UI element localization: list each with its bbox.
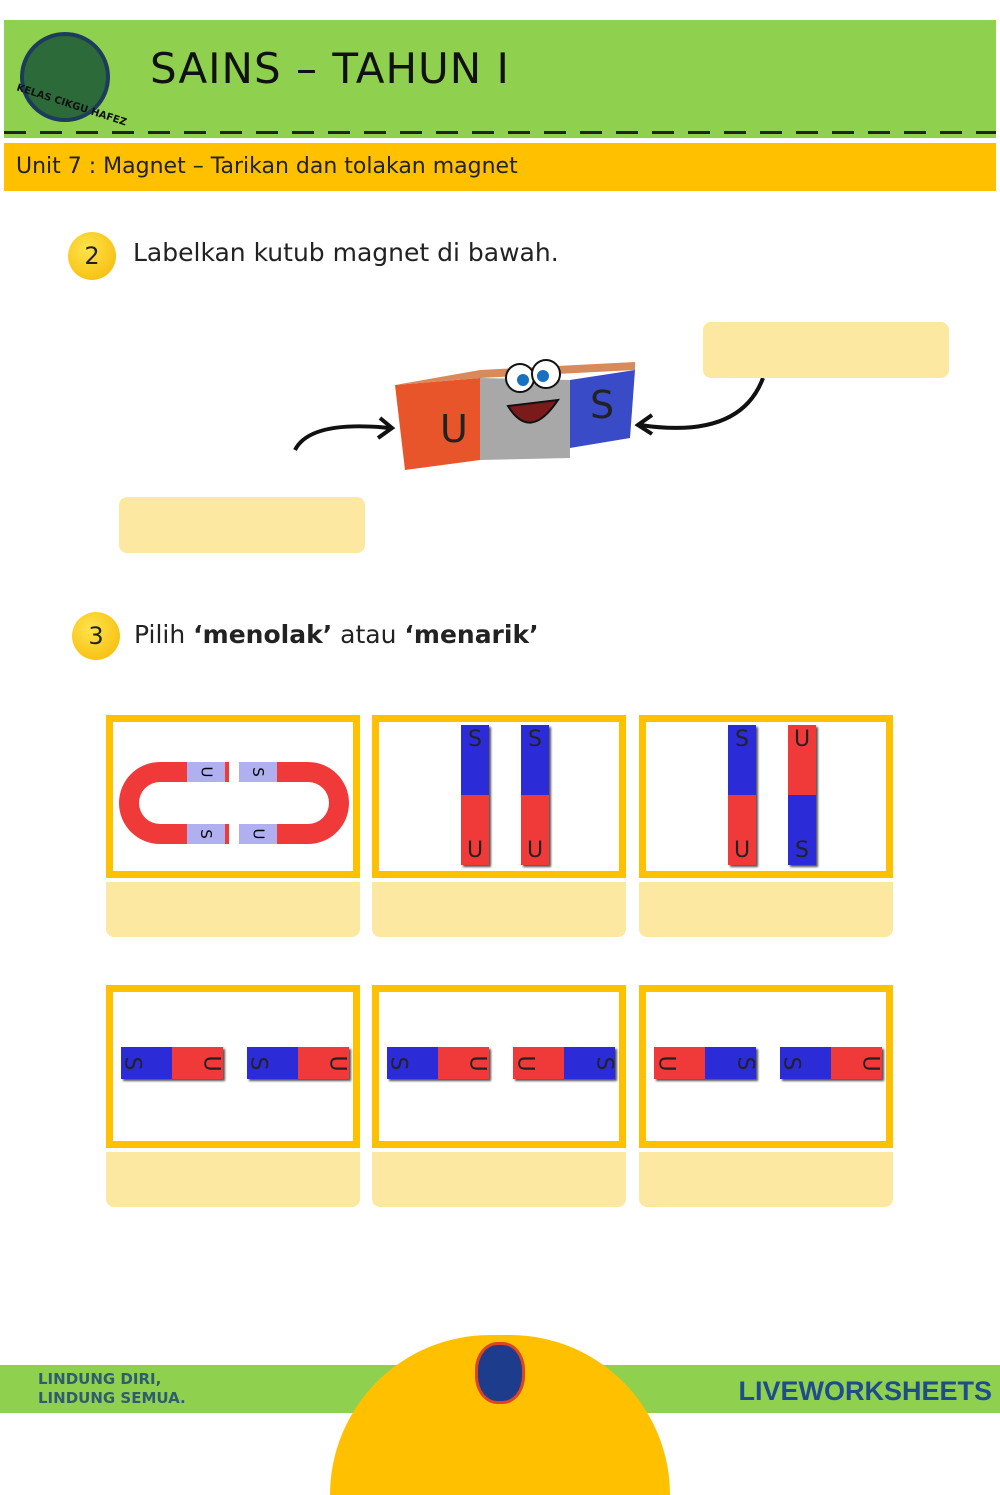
pole-label: U [198,1054,224,1072]
liveworksheets-brand[interactable]: LIVEWORKSHEETS [738,1376,992,1406]
slogan-line-1: LINDUNG DIRI, [38,1370,162,1388]
smiling-magnet-illustration: U S [293,359,765,470]
pole-label: S [249,767,267,777]
north-pole: U [172,1047,223,1079]
pole-label: U [324,1054,350,1072]
south-pole: S [521,725,549,795]
answer-input-card-6[interactable] [639,1152,893,1207]
north-pole: U [239,824,277,844]
question-2-text: Labelkan kutub magnet di bawah. [133,238,559,267]
south-pole: S [788,795,816,865]
pole-label: U [196,766,215,778]
answer-input-left-pole[interactable] [119,497,365,553]
school-emblem [475,1342,525,1404]
pole-label: S [385,1056,411,1070]
teacher-logo [20,32,110,122]
pole-label: S [732,1056,758,1070]
pole-label: U [464,1054,490,1072]
pole-label: U [733,838,751,863]
south-pole: S [245,1047,298,1079]
dashed-divider [4,131,996,134]
south-pole: S [778,1047,831,1079]
pole-label: S [119,1056,145,1070]
pole-label: S [245,1056,271,1070]
magnet-pole-right: S [590,383,614,427]
slogan-line-2: LINDUNG SEMUA. [38,1389,186,1407]
north-pole: U [438,1047,489,1079]
pole-label: S [778,1056,804,1070]
pole-label: S [528,727,542,752]
question-3-text: Pilih ‘menolak’ atau ‘menarik’ [134,620,539,649]
pole-label: U [466,838,484,863]
pole-label: U [512,1054,538,1072]
north-pole: U [521,795,549,865]
pole-label: U [248,828,267,840]
q3-mid: atau [332,620,405,649]
pole-label: S [735,727,749,752]
question-number-2: 2 [68,232,116,280]
pole-label: U [653,1054,679,1072]
north-pole: U [187,762,225,782]
unit-subtitle: Unit 7 : Magnet – Tarikan dan tolakan ma… [4,143,996,191]
option-menolak: ‘menolak’ [193,620,333,649]
answer-input-card-5[interactable] [372,1152,626,1207]
pole-label: S [468,727,482,752]
slogan: LINDUNG DIRI,LINDUNG SEMUA. [38,1370,186,1408]
south-pole: S [461,725,489,795]
pole-label: U [526,838,544,863]
pole-label: S [197,829,215,839]
north-pole: U [831,1047,882,1079]
answer-input-right-pole[interactable] [703,322,949,378]
north-pole: U [461,795,489,865]
answer-input-card-3[interactable] [639,882,893,937]
south-pole: S [564,1047,617,1079]
pole-label: U [793,727,811,752]
south-pole: S [239,762,277,782]
magnet-pole-left: U [440,407,468,451]
answer-input-card-2[interactable] [372,882,626,937]
north-pole: U [788,725,816,795]
pole-label: S [795,838,809,863]
north-pole: U [513,1047,564,1079]
header-bar [4,20,996,138]
pole-label: U [857,1054,883,1072]
option-menarik: ‘menarik’ [404,620,539,649]
south-pole: S [705,1047,758,1079]
answer-input-card-4[interactable] [106,1152,360,1207]
answer-input-card-1[interactable] [106,882,360,937]
north-pole: U [728,795,756,865]
question-number-3: 3 [72,612,120,660]
south-pole: S [728,725,756,795]
page-title: SAINS – TAHUN I [150,44,510,93]
pole-label: S [591,1056,617,1070]
south-pole: S [119,1047,172,1079]
south-pole: S [385,1047,438,1079]
north-pole: U [298,1047,349,1079]
south-pole: S [187,824,225,844]
north-pole: U [654,1047,705,1079]
magnet-card-1: U S S U [106,715,360,878]
q3-prefix: Pilih [134,620,194,649]
